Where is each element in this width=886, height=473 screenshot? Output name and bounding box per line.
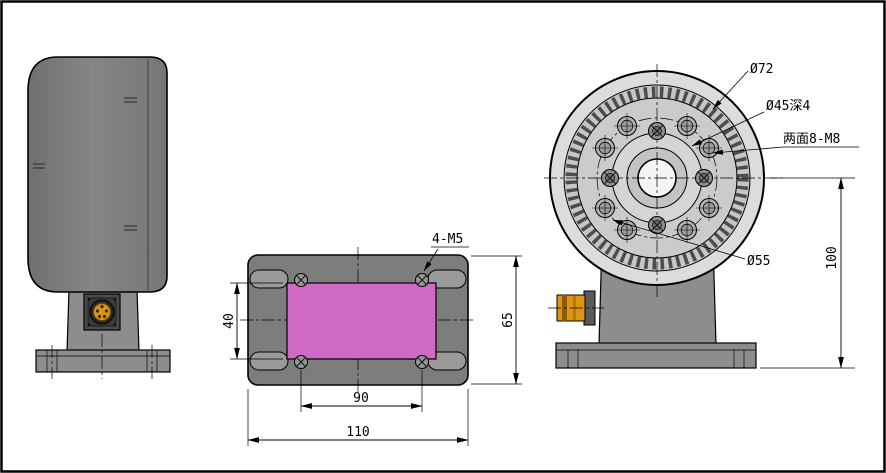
callout-dia-72: Ø72 [712, 62, 773, 110]
cylinder-body [27, 56, 168, 293]
mounting-slots [249, 269, 467, 371]
label-8-m8: 两面8-M8 [783, 132, 840, 147]
callout-8-m8: 两面8-M8 [712, 132, 859, 155]
front-base-slots [567, 350, 745, 368]
base-slot-centerlines [51, 334, 153, 379]
bolt-circle [596, 117, 718, 239]
connector-screws [87, 297, 117, 327]
dim-90-label: 90 [353, 391, 369, 406]
side-base-plate [35, 349, 171, 373]
dim-40-label: 40 [222, 313, 237, 329]
label-dia-55: Ø55 [747, 254, 770, 269]
callout-4-m5: 4-M5 [423, 232, 469, 272]
label-dia-72: Ø72 [750, 62, 773, 77]
connector-pins [95, 304, 109, 319]
top-view: 4-M5 40 65 90 110 [222, 232, 522, 446]
dimension-65: 65 [471, 255, 522, 385]
dim-100-label: 100 [825, 246, 840, 269]
dimension-40: 40 [222, 282, 283, 360]
socket-screw [600, 168, 620, 188]
dimension-90: 90 [300, 370, 423, 412]
connector-plug-icon [93, 303, 111, 321]
callout-dia-45: Ø45深4 [691, 99, 810, 147]
label-4-m5: 4-M5 [432, 232, 463, 247]
m5-screw [294, 273, 308, 287]
dim-65-label: 65 [501, 312, 516, 328]
base-slot-edges [46, 350, 158, 372]
callout-dia-55: Ø55 [612, 219, 770, 269]
socket-screw [694, 168, 714, 188]
front-view: Ø72 Ø45深4 两面8-M8 Ø55 100 [544, 62, 859, 369]
m5-screw [415, 355, 429, 369]
m5-screw [294, 355, 308, 369]
surface-marks [33, 97, 137, 231]
dimension-110: 110 [247, 389, 469, 446]
socket-screw [647, 121, 667, 141]
label-dia-45-depth-4: Ø45深4 [766, 99, 810, 114]
front-base-plate [555, 342, 757, 369]
dim-110-label: 110 [346, 425, 369, 440]
side-view [27, 56, 171, 379]
label-plate [286, 282, 437, 360]
m5-screw [415, 273, 429, 287]
dimension-100: 100 [760, 177, 855, 369]
